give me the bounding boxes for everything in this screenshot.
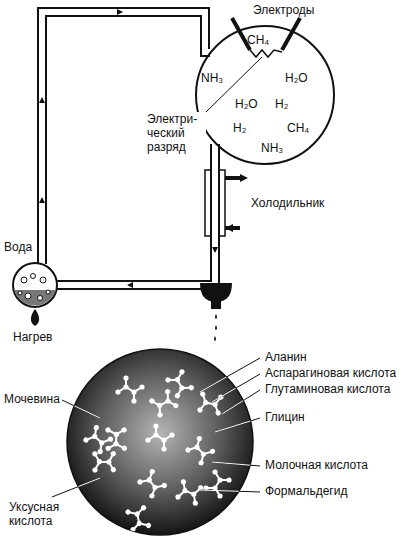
part-label: Аланин — [264, 350, 308, 364]
reaction-flask: CH₄ NH₃ H₂O H₂O H₂ H₂ CH₄ NH₃ — [195, 25, 335, 165]
part-label: Мочевина — [3, 392, 61, 406]
molecules — [81, 364, 231, 538]
product-sphere — [67, 349, 253, 535]
part-label: Молочная кислота — [264, 458, 369, 472]
gas-formula: CH₄ — [247, 33, 269, 47]
trap — [200, 283, 232, 302]
gas-formula: CH₄ — [287, 121, 309, 135]
part-label: Аспарагиновая кислота — [264, 366, 397, 380]
part-label: Глутаминовая кислота — [264, 382, 391, 396]
tube — [57, 144, 215, 285]
water-flask — [13, 263, 57, 307]
leader-line — [204, 57, 262, 114]
water — [14, 290, 56, 305]
electric-spark — [250, 50, 282, 57]
gas-formula: H₂O — [285, 71, 308, 85]
part-label: Электри- ческий разряд — [146, 112, 206, 154]
part-label: Холодильник — [250, 196, 325, 210]
gas-formula: NH₃ — [201, 71, 223, 85]
flame — [31, 309, 39, 326]
drops — [214, 314, 217, 341]
bubbles — [18, 274, 50, 301]
leader-lines — [52, 358, 260, 497]
flow-arrow — [39, 9, 218, 288]
part-label: Уксусная кислота — [8, 500, 72, 528]
tube-inner — [42, 12, 210, 264]
electrode — [232, 18, 300, 50]
flask-outline — [196, 26, 334, 164]
leader-lines-inner — [52, 358, 260, 497]
part-label: Формальдегид — [264, 484, 348, 498]
tube-inner — [57, 144, 215, 285]
tube — [42, 12, 210, 264]
gas-formula: NH₃ — [261, 141, 283, 155]
gas-formula: H₂ — [233, 121, 246, 135]
gas-formula: H₂O — [235, 97, 258, 111]
part-label: Нагрев — [12, 330, 53, 344]
condenser-pipe — [225, 178, 240, 228]
part-label: Глицин — [264, 410, 306, 424]
gas-formula: H₂ — [275, 97, 288, 111]
part-label: Электроды — [252, 3, 316, 17]
stopcock — [211, 301, 221, 309]
flow-arrow — [225, 174, 248, 232]
part-label: Вода — [3, 240, 33, 254]
